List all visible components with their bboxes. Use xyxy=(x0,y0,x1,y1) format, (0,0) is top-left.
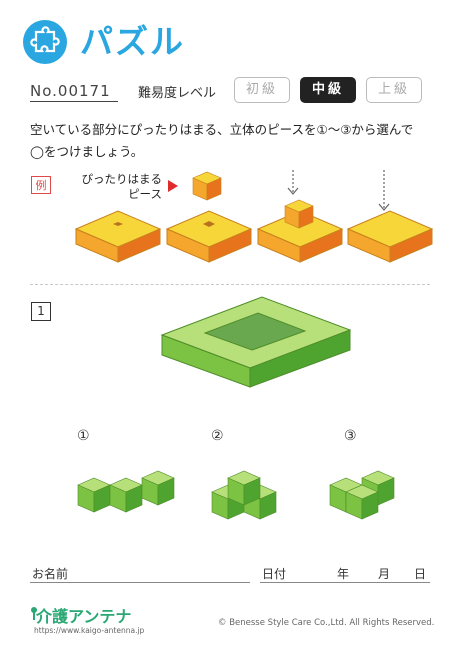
brand-logo: 介護アンテナ xyxy=(36,607,132,626)
month-label: 月 xyxy=(378,567,391,581)
number-underline xyxy=(30,101,118,102)
example-board-2 xyxy=(165,210,253,263)
example-label: ぴったりはまる ピース xyxy=(72,172,163,202)
down-arrow-icon xyxy=(287,170,390,211)
level-advanced: 上級 xyxy=(366,77,422,103)
page-title: パズル xyxy=(80,22,185,61)
instruction-line-1: 空いている部分にぴったりはまる、立体のピースを①～③から選んで xyxy=(30,122,414,137)
option-1-piece xyxy=(77,470,175,513)
name-label: お名前 xyxy=(32,567,69,581)
question-structure xyxy=(160,296,352,388)
option-2-label[interactable]: ② xyxy=(211,428,224,444)
example-label-line-1: ぴったりはまる xyxy=(81,172,163,186)
level-beginner: 初級 xyxy=(234,77,290,103)
puzzle-number: No.00171 xyxy=(30,82,111,100)
section-divider xyxy=(30,284,430,285)
year-label: 年 xyxy=(337,567,350,581)
instructions: 空いている部分にぴったりはまる、立体のピースを①～③から選んで ◯をつけましょう… xyxy=(30,119,435,163)
example-board-1 xyxy=(74,210,162,263)
example-board-3 xyxy=(256,199,344,263)
red-arrow-icon xyxy=(168,180,178,192)
copyright: © Benesse Style Care Co.,Ltd. All Rights… xyxy=(218,618,435,628)
question-number: 1 xyxy=(31,302,51,321)
instruction-line-2: ◯をつけましょう。 xyxy=(30,144,144,159)
example-badge: 例 xyxy=(31,176,51,194)
date-line[interactable] xyxy=(260,582,430,583)
site-url[interactable]: https://www.kaigo-antenna.jp xyxy=(34,626,145,635)
day-label: 日 xyxy=(414,567,427,581)
puzzle-piece-icon xyxy=(30,26,60,53)
level-intermediate: 中級 xyxy=(300,77,356,103)
antenna-icon xyxy=(30,605,38,620)
example-label-line-2: ピース xyxy=(128,187,162,201)
option-1-label[interactable]: ① xyxy=(77,428,90,444)
example-piece xyxy=(192,171,222,201)
option-3-piece xyxy=(329,470,395,520)
option-2-piece xyxy=(211,470,277,520)
date-label: 日付 xyxy=(262,567,287,581)
example-board-4 xyxy=(346,210,434,263)
option-3-label[interactable]: ③ xyxy=(344,428,357,444)
difficulty-label: 難易度レベル xyxy=(138,86,217,101)
puzzle-logo-icon xyxy=(23,20,67,64)
name-line[interactable] xyxy=(30,582,250,583)
